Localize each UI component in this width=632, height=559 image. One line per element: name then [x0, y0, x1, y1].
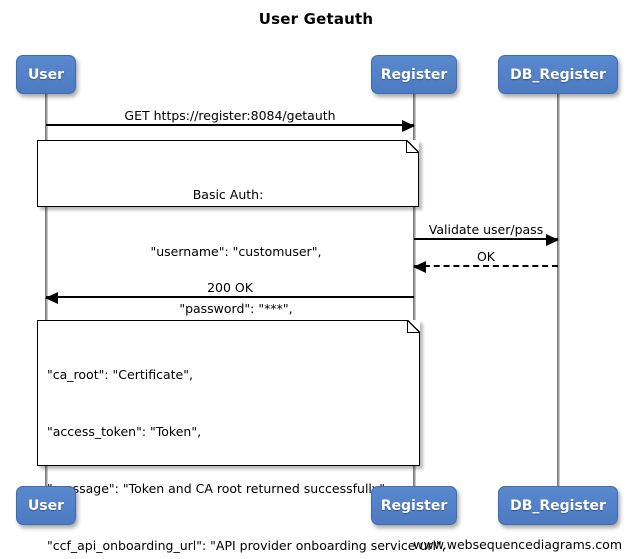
note-fold-corner-icon	[407, 320, 420, 333]
note-line: "username": "customuser",	[134, 244, 322, 259]
message-arrow-get-auth	[46, 120, 415, 132]
note-fold-corner-icon	[406, 140, 419, 153]
note-basic-auth: Basic Auth: "username": "customuser", "p…	[37, 140, 419, 316]
footer-attribution: www.websequencediagrams.com	[413, 537, 622, 552]
lifeline-db-register	[557, 93, 560, 486]
note-line: "ccf_api_onboarding_url": "API provider …	[47, 538, 446, 553]
arrowhead-left-icon	[413, 261, 426, 273]
note-line: "ca_root": "Certificate",	[47, 367, 193, 382]
actor-register-bottom[interactable]: Register	[371, 486, 457, 525]
message-label-validate-user-pass: Validate user/pass	[428, 222, 544, 237]
actor-db-register-top-label: DB_Register	[510, 66, 606, 83]
message-arrow-200-ok	[45, 292, 414, 304]
actor-user-bottom[interactable]: User	[16, 486, 76, 525]
note-line: "password": "***",	[163, 301, 293, 316]
lifeline-register	[413, 93, 416, 486]
message-arrow-ok	[413, 261, 558, 273]
actor-register-bottom-label: Register	[380, 497, 448, 514]
message-label-200-ok: 200 OK	[207, 280, 253, 295]
actor-db-register-top[interactable]: DB_Register	[498, 55, 618, 94]
note-line: Basic Auth:	[192, 187, 264, 202]
note-auth-response: "ca_root": "Certificate", "access_token"…	[37, 320, 446, 553]
arrowhead-left-icon	[45, 292, 58, 304]
note-basic-auth-body: Basic Auth: "username": "customuser", "p…	[38, 141, 418, 362]
note-auth-response-body: "ca_root": "Certificate", "access_token"…	[38, 321, 446, 559]
arrowhead-right-icon	[402, 120, 415, 132]
message-label-ok: OK	[476, 249, 496, 264]
actor-user-top-label: User	[27, 66, 65, 83]
lifeline-user	[45, 93, 48, 486]
message-label-get-auth: GET https://register:8084/getauth	[124, 108, 336, 123]
actor-user-bottom-label: User	[27, 497, 65, 514]
note-line: "access_token": "Token",	[47, 424, 202, 439]
actor-register-top-label: Register	[380, 66, 448, 83]
page-title: User Getauth	[258, 10, 374, 28]
message-arrow-validate-user-pass	[414, 234, 559, 246]
actor-db-register-bottom-label: DB_Register	[510, 497, 606, 514]
actor-user-top[interactable]: User	[16, 55, 76, 94]
note-line: "message": "Token and CA root returned s…	[47, 481, 390, 496]
actor-register-top[interactable]: Register	[371, 55, 457, 94]
arrowhead-right-icon	[546, 234, 559, 246]
actor-db-register-bottom[interactable]: DB_Register	[498, 486, 618, 525]
